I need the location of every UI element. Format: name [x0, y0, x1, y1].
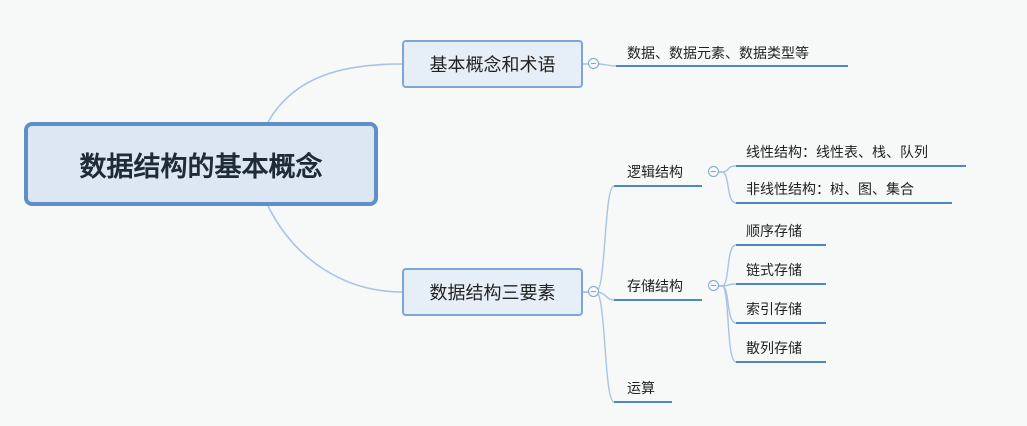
root-topic[interactable]: 数据结构的基本概念 [24, 122, 378, 206]
topic-linear-structure[interactable]: 线性结构：线性表、栈、队列 [746, 145, 928, 161]
link-root-elements [267, 205, 403, 293]
link-elements-logic [583, 185, 615, 293]
topic-storage-structure[interactable]: 存储结构 [627, 279, 683, 295]
topic-three-elements[interactable]: 数据结构三要素 [402, 268, 583, 316]
link-storage-hash [714, 285, 737, 363]
collapse-toggle-basic[interactable] [588, 58, 599, 69]
topic-data-terms[interactable]: 数据、数据元素、数据类型等 [627, 46, 809, 62]
collapse-toggle-logic[interactable] [708, 166, 719, 177]
topic-nonlinear-structure[interactable]: 非线性结构：树、图、集合 [746, 182, 914, 198]
topic-basic-concepts[interactable]: 基本概念和术语 [402, 40, 583, 88]
link-root-basic [267, 63, 403, 123]
link-elements-operation [583, 291, 615, 403]
topic-operation[interactable]: 运算 [627, 381, 655, 397]
topic-sequential-storage[interactable]: 顺序存储 [746, 224, 802, 240]
collapse-toggle-storage[interactable] [708, 280, 719, 291]
topic-linked-storage[interactable]: 链式存储 [746, 263, 802, 279]
link-storage-seq [714, 244, 737, 287]
topic-indexed-storage[interactable]: 索引存储 [746, 302, 802, 318]
collapse-toggle-elements[interactable] [588, 286, 599, 297]
topic-hashed-storage[interactable]: 散列存储 [746, 341, 802, 357]
link-logic-nonlinear [714, 171, 737, 204]
topic-logical-structure[interactable]: 逻辑结构 [627, 165, 683, 181]
